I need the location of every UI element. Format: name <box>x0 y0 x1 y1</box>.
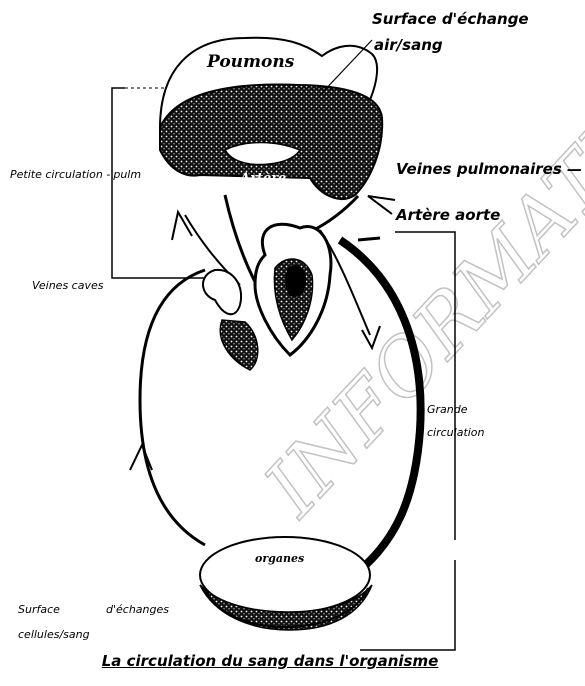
svg-text:Poumons: Poumons <box>206 52 295 72</box>
label-surface-echange-air-line1: Surface d'échange <box>372 10 529 28</box>
svg-text:Artère: Artère <box>238 171 286 186</box>
label-surface-echange-air-line2: air/sang <box>374 36 443 54</box>
label-grande-circulation-line1: Grande <box>427 403 468 416</box>
organs: organes <box>200 537 372 630</box>
label-surface-echanges-cellules-line2: cellules/sang <box>18 628 90 641</box>
svg-text:organes: organes <box>255 552 304 565</box>
label-petite-circulation: Petite circulation -'pulm <box>10 168 141 181</box>
label-surface-echanges-cellules-word1: Surface <box>18 603 60 616</box>
heart <box>203 224 331 370</box>
lungs: Poumons Artère <box>160 38 382 199</box>
label-grande-circulation-line2: circulation <box>427 426 485 439</box>
label-surface-echanges-cellules-word2: d'échanges <box>106 603 169 616</box>
label-veines-pulmonaires: Veines pulmonaires — <box>396 160 582 178</box>
diagram-caption: La circulation du sang dans l'organisme <box>0 652 540 670</box>
label-artere-aorte: Artère aorte <box>396 206 500 224</box>
label-veines-caves: Veines caves <box>32 279 103 292</box>
